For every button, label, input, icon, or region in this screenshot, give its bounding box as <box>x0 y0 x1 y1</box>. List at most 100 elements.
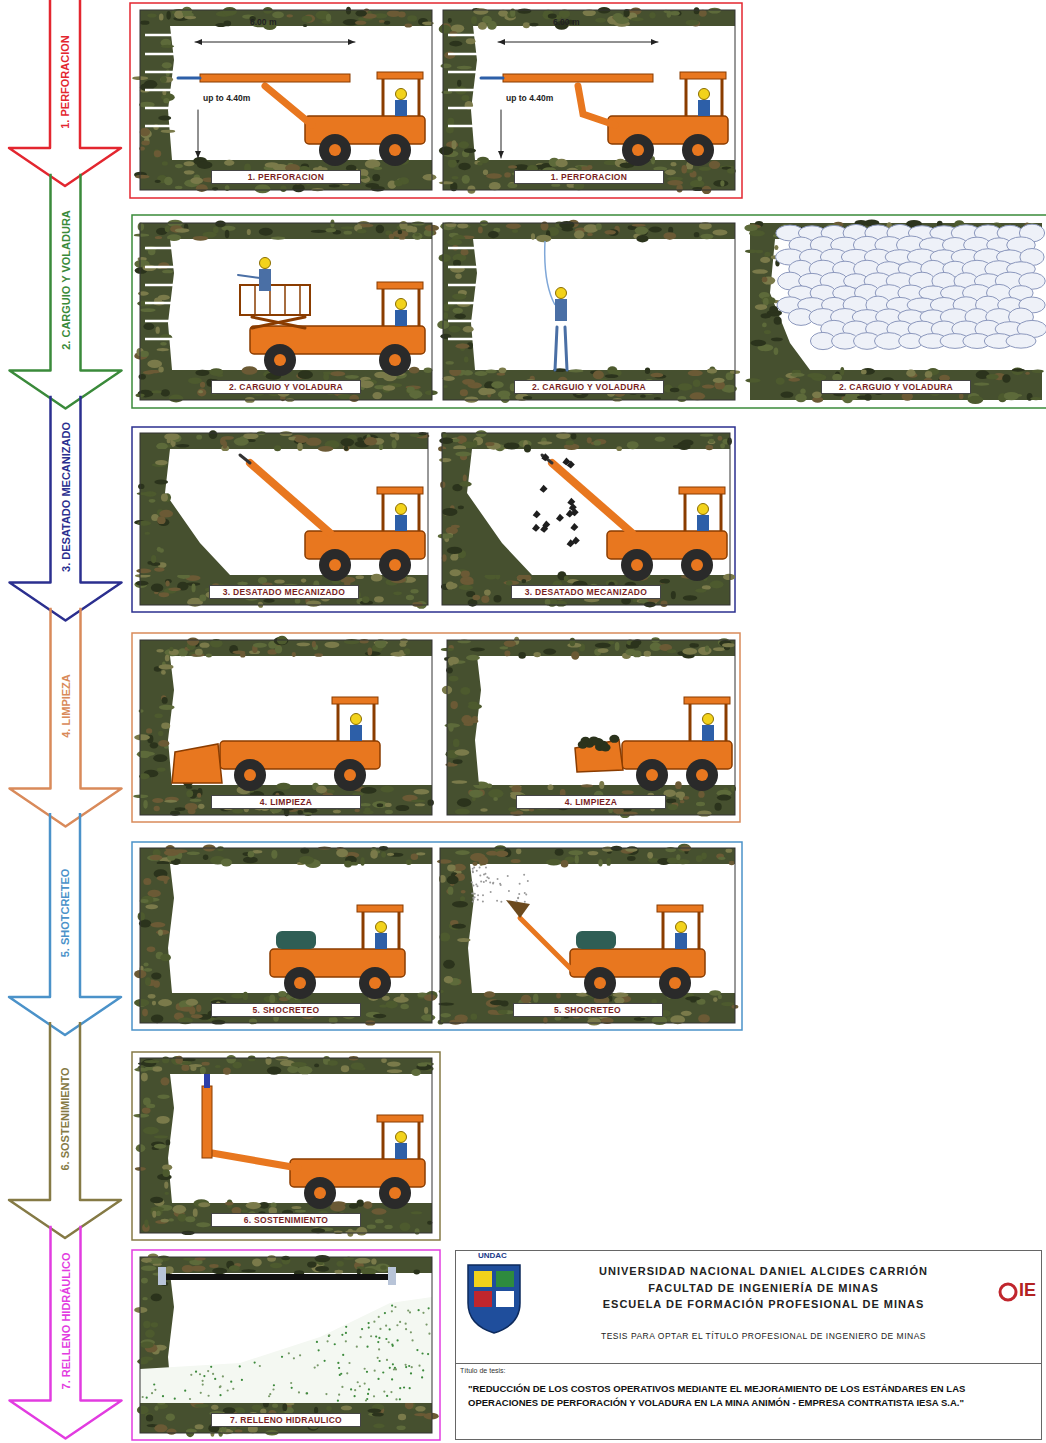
rock-texture <box>714 803 721 811</box>
rock-texture <box>157 348 169 351</box>
rock-texture <box>750 340 766 346</box>
rock-texture <box>156 443 168 450</box>
rock-texture <box>762 277 775 285</box>
rock-texture <box>243 856 258 863</box>
rock-texture <box>556 433 571 439</box>
falling-rock <box>570 523 578 531</box>
rock-texture <box>143 800 147 809</box>
rock-texture <box>400 994 405 1001</box>
cab-post <box>382 286 385 326</box>
spray-particle <box>485 880 487 882</box>
operator-body <box>375 933 387 949</box>
rock-texture <box>147 13 156 17</box>
rock-texture <box>453 260 461 267</box>
stage-frame <box>132 633 740 822</box>
cab-roof <box>657 905 703 912</box>
rock-texture <box>393 230 409 237</box>
rock-texture <box>344 446 348 451</box>
operator-helmet <box>396 89 407 100</box>
drill-hole <box>448 89 481 92</box>
basket-rail <box>284 285 286 315</box>
rock-texture <box>446 361 454 365</box>
drill-boom <box>265 86 312 125</box>
rock-texture <box>172 849 188 853</box>
panel-ground <box>140 433 428 605</box>
spray-particle <box>482 900 484 902</box>
rock-texture <box>511 785 522 793</box>
rock-texture <box>181 1064 189 1071</box>
panel-illustration <box>134 430 429 609</box>
rock-texture <box>458 506 464 510</box>
rock-floor <box>447 785 735 815</box>
rock-texture <box>606 858 611 866</box>
rock-texture <box>156 649 163 652</box>
rock-texture <box>460 896 465 901</box>
rock-texture <box>448 159 457 168</box>
spray-particle <box>472 885 474 887</box>
wheel-hub <box>646 769 658 781</box>
rock-texture <box>411 222 425 226</box>
rock-texture <box>416 852 425 855</box>
rock-texture <box>438 1020 444 1025</box>
spray-particle <box>480 881 482 883</box>
rock-texture <box>457 80 461 87</box>
rock-texture <box>548 784 554 790</box>
rock-texture <box>161 389 170 396</box>
rock-texture <box>516 848 521 854</box>
rock-texture <box>466 655 480 661</box>
rock-texture <box>453 438 460 442</box>
rock-texture <box>394 180 402 187</box>
rock-texture <box>440 1013 451 1017</box>
panel-illustration <box>132 7 436 194</box>
rock-texture <box>755 250 763 254</box>
rock-texture <box>169 395 183 403</box>
rock-texture <box>135 175 149 179</box>
rock-texture <box>144 532 150 535</box>
rock-texture <box>508 165 517 168</box>
cab-post <box>362 909 365 949</box>
rock-texture <box>223 1067 231 1074</box>
operator-body <box>395 515 407 531</box>
rock-texture <box>650 373 663 378</box>
rock-texture <box>389 234 395 239</box>
rock-texture <box>455 451 471 456</box>
stage-frame <box>132 427 735 612</box>
rock-floor <box>442 575 730 605</box>
rock-texture <box>569 369 584 372</box>
rock-texture <box>400 639 408 644</box>
drill-hole <box>448 247 481 250</box>
rock-texture <box>685 996 701 1000</box>
rock-texture <box>161 45 175 48</box>
rock-texture <box>456 344 470 349</box>
operator-body <box>697 515 709 531</box>
rock-texture <box>405 23 413 27</box>
rock-texture <box>498 10 508 17</box>
rock-face <box>440 864 474 993</box>
rock-texture <box>195 649 203 656</box>
rock-texture <box>485 442 494 446</box>
spray-particle <box>483 881 485 883</box>
rock-texture <box>439 25 451 34</box>
rock-texture <box>140 128 150 137</box>
rock-texture <box>437 859 452 863</box>
rock-texture <box>459 585 473 590</box>
stage-frame <box>130 3 742 198</box>
rock-texture <box>443 376 455 381</box>
rock-texture <box>191 1014 203 1018</box>
rock-texture <box>423 174 437 181</box>
rock-texture <box>555 849 564 856</box>
rock-texture <box>709 161 721 169</box>
rock-texture <box>376 225 385 233</box>
falling-rock <box>542 520 550 528</box>
spray-particle <box>473 898 475 900</box>
rock-texture <box>165 797 179 803</box>
rock-texture <box>959 393 963 399</box>
rock-texture <box>144 968 153 972</box>
rock-texture <box>412 602 423 607</box>
rock-texture <box>587 437 592 443</box>
worker-body <box>259 269 271 291</box>
rock-texture <box>300 848 309 854</box>
rock-texture <box>455 850 470 855</box>
panel-ground <box>140 640 432 815</box>
rock-texture <box>296 642 310 646</box>
